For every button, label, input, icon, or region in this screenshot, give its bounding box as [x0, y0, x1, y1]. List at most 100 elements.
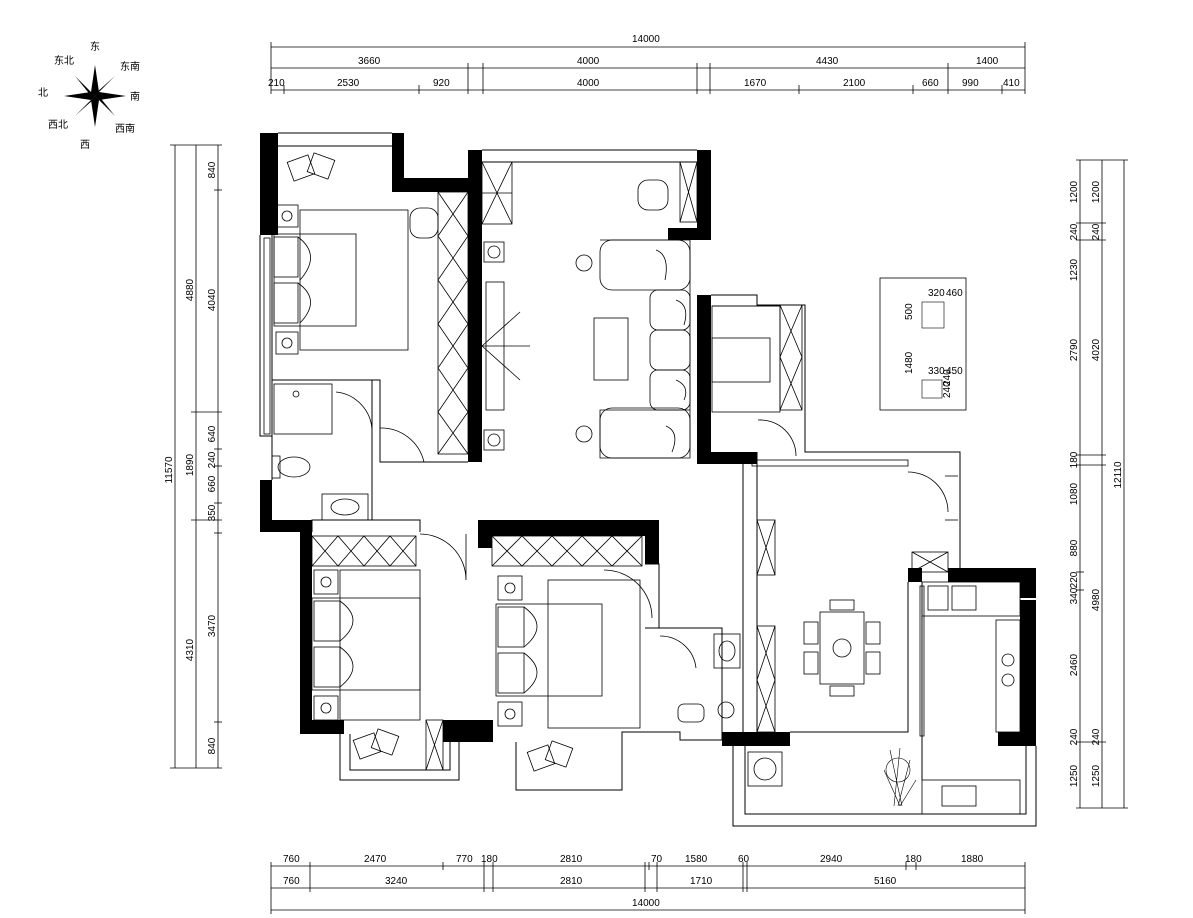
- dim-label: 320: [928, 288, 945, 299]
- dim-label: 920: [433, 78, 450, 89]
- dim-label: 4000: [577, 56, 600, 67]
- toilet: [677, 633, 741, 723]
- dim-label: 500: [904, 303, 915, 320]
- dim-label: 2470: [364, 854, 387, 865]
- dim-label: 60: [738, 854, 750, 865]
- dim-label: 2810: [560, 854, 583, 865]
- tv-cabinet: [481, 281, 530, 411]
- dim-label: 880: [1069, 539, 1080, 556]
- compass-needle-sw: [75, 96, 95, 116]
- dim-label: 3660: [358, 56, 381, 67]
- compass-rose: 东 东南 南 西南 西 西北 北 东北: [38, 40, 140, 151]
- dim-label: 2940: [820, 854, 843, 865]
- top-dimensions: 14000 3660 4000 4430 1400 210 2530 920 4…: [268, 34, 1026, 94]
- dim-label: 330: [928, 366, 945, 377]
- compass-label: 东北: [54, 54, 74, 67]
- dim-label: 4980: [1091, 588, 1102, 611]
- dim-label: 70: [651, 854, 663, 865]
- shower: [273, 383, 333, 435]
- windows: [263, 237, 958, 737]
- dim-label: 640: [207, 425, 218, 442]
- dim-label: 240: [207, 451, 218, 468]
- compass-needle-east: [95, 92, 126, 100]
- dim-label: 840: [207, 737, 218, 754]
- armchair: [409, 179, 669, 239]
- sofa: [575, 239, 691, 459]
- dim-label: 2100: [843, 78, 866, 89]
- dim-label: 4310: [185, 638, 196, 661]
- dim-label: 660: [207, 475, 218, 492]
- dim-label: 1400: [976, 56, 999, 67]
- dim-label: 340: [1069, 587, 1080, 604]
- compass-label: 东: [90, 40, 100, 53]
- bottom-dimensions: 760 2470 770 180 2810 70 1580 60 2940 18…: [270, 854, 1026, 914]
- bed: [495, 575, 641, 729]
- compass-needle-north: [91, 65, 99, 96]
- dim-label: 1890: [185, 453, 196, 476]
- kitchen-counter: [921, 581, 1021, 815]
- bed: [273, 204, 409, 355]
- dim-label: 240: [1069, 728, 1080, 745]
- dim-label: 180: [905, 854, 922, 865]
- cushions: [286, 152, 574, 772]
- compass-needle-south: [91, 96, 99, 127]
- dim-label: 3470: [207, 614, 218, 637]
- dim-label: 450: [946, 366, 963, 377]
- dim-label: 350: [207, 504, 218, 521]
- compass-needle-west: [64, 92, 95, 100]
- dim-top-total: 14000: [632, 34, 660, 45]
- compass-needle-ne: [95, 76, 115, 96]
- dim-label: 2530: [337, 78, 360, 89]
- dim-label: 760: [283, 876, 300, 887]
- dim-label: 4880: [185, 278, 196, 301]
- bed: [311, 569, 421, 721]
- dim-label: 1880: [961, 854, 984, 865]
- dim-label: 180: [481, 854, 498, 865]
- dim-label: 4020: [1091, 338, 1102, 361]
- dim-label: 2460: [1069, 653, 1080, 676]
- dim-label: 240: [1091, 728, 1102, 745]
- coffee-table: [593, 317, 629, 381]
- compass-label: 南: [130, 90, 140, 103]
- dim-label: 2810: [560, 876, 583, 887]
- dim-label: 1710: [690, 876, 713, 887]
- dim-label: 2790: [1069, 338, 1080, 361]
- dim-label: 240: [1091, 223, 1102, 240]
- dim-label: 1580: [685, 854, 708, 865]
- dim-label: 660: [922, 78, 939, 89]
- dim-label: 240: [1069, 223, 1080, 240]
- dim-label: 4000: [577, 78, 600, 89]
- dim-label: 460: [946, 288, 963, 299]
- dim-left-total: 11570: [164, 456, 175, 484]
- compass-label: 西南: [115, 122, 135, 135]
- dim-label: 770: [456, 854, 473, 865]
- walls: [260, 133, 1036, 746]
- dim-label: 1480: [904, 351, 915, 374]
- washing-machine-icon: [747, 751, 783, 787]
- dim-label: 210: [268, 78, 285, 89]
- study-sofa: [711, 305, 781, 413]
- compass-label: 西北: [48, 119, 68, 131]
- dim-label: 1200: [1091, 180, 1102, 203]
- furniture-detail: 320 460 500 1480 330 450 240 240: [879, 277, 967, 411]
- dim-label: 1080: [1069, 482, 1080, 505]
- dim-label: 1250: [1069, 764, 1080, 787]
- basin: [321, 493, 369, 521]
- dim-label: 760: [283, 854, 300, 865]
- dim-label: 1230: [1069, 258, 1080, 281]
- dim-label: 1670: [744, 78, 767, 89]
- dim-label: 220: [1069, 571, 1080, 588]
- dim-label: 240: [942, 381, 953, 398]
- plant-icon: [483, 241, 505, 451]
- dim-label: 410: [1003, 78, 1020, 89]
- compass-label: 东南: [120, 60, 140, 73]
- dim-label: 5160: [874, 876, 897, 887]
- dim-label: 1200: [1069, 180, 1080, 203]
- dim-right-total: 12110: [1113, 461, 1124, 489]
- dim-label: 4040: [207, 288, 218, 311]
- toilet: [271, 455, 311, 479]
- plant-icon: [883, 747, 917, 807]
- dining-table: [803, 599, 881, 697]
- dim-label: 1250: [1091, 764, 1102, 787]
